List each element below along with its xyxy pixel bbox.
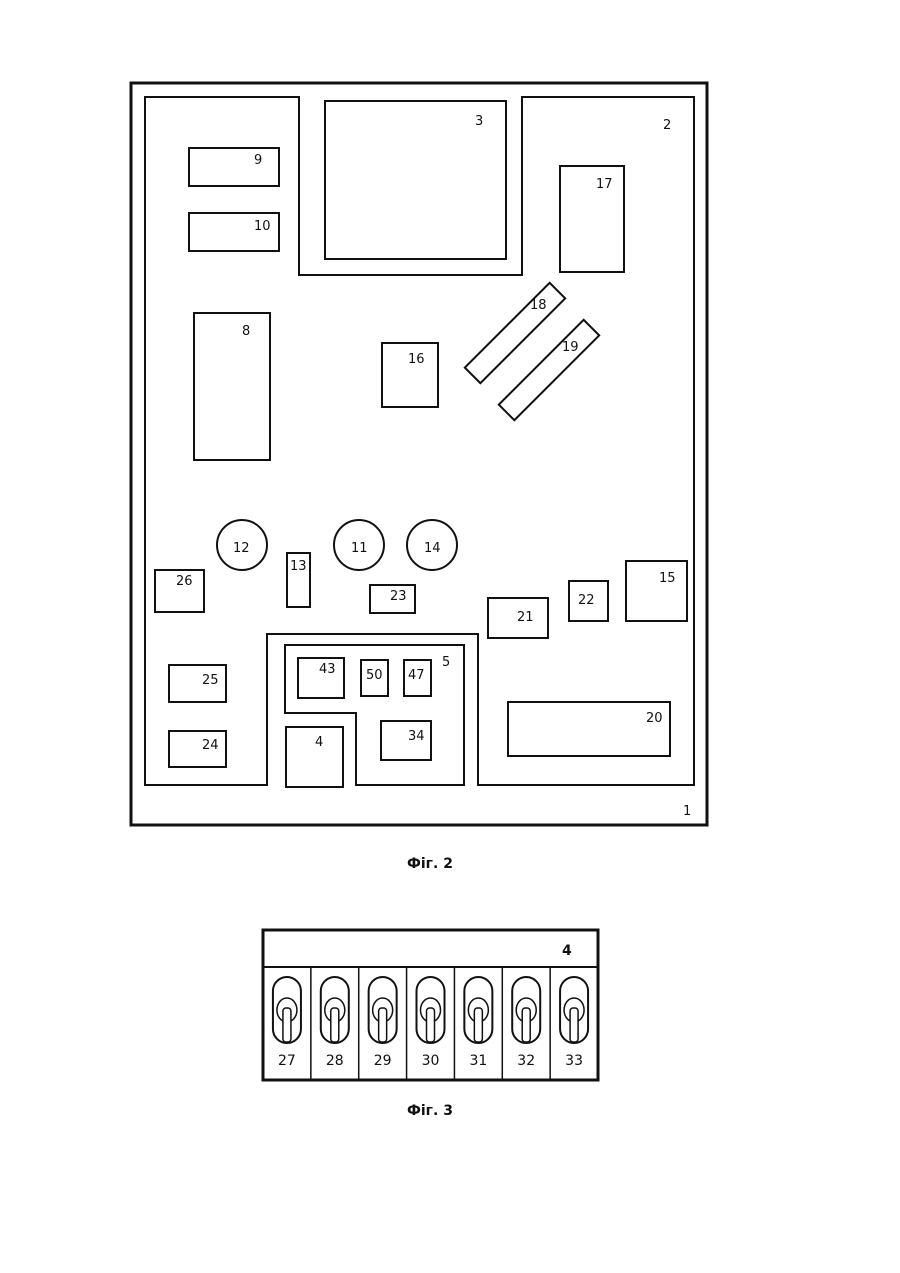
label-11: 11 [351,541,368,556]
label-1: 1 [683,804,691,819]
label-14: 14 [424,541,441,556]
figure-2: 1 2 3 9 10 17 8 16 18 19 1 [131,83,707,872]
switch-lever-icon [379,1008,387,1042]
switch-row: 27 28 29 30 31 32 33 [273,967,588,1080]
switch-lever-icon [331,1008,339,1042]
toggle-switch-32[interactable]: 32 [512,977,540,1069]
label-47: 47 [408,668,425,683]
label-10: 10 [254,219,271,234]
toggle-switch-27[interactable]: 27 [273,977,301,1069]
label-18: 18 [530,298,547,313]
label-2: 2 [663,118,671,133]
label-17: 17 [596,177,613,192]
toggle-switch-29[interactable]: 29 [369,977,397,1069]
toggle-switch-33[interactable]: 33 [560,977,588,1069]
label-23: 23 [390,589,407,604]
switch-label: 28 [326,1053,344,1069]
label-22: 22 [578,593,595,608]
label-25: 25 [202,673,219,688]
switch-lever-icon [474,1008,482,1042]
switch-label: 27 [278,1053,296,1069]
label-12: 12 [233,541,250,556]
label-5: 5 [442,655,450,670]
switch-lever-icon [570,1008,578,1042]
label-4: 4 [315,735,323,750]
block-9 [189,148,279,186]
label-24: 24 [202,738,219,753]
label-16: 16 [408,352,425,367]
label-15: 15 [659,571,676,586]
block-8 [194,313,270,460]
switch-lever-icon [427,1008,435,1042]
figure-3: 4 27 28 29 30 31 32 33 Фіг. 3 [263,930,598,1119]
toggle-switch-31[interactable]: 31 [464,977,492,1069]
label-26: 26 [176,574,193,589]
label-19: 19 [562,340,579,355]
toggle-switch-30[interactable]: 30 [417,977,445,1069]
switch-label: 30 [422,1053,440,1069]
label-8: 8 [242,324,250,339]
switch-label: 32 [517,1053,535,1069]
label-9: 9 [254,153,262,168]
figure-3-caption: Фіг. 3 [407,1103,453,1119]
label-3: 3 [475,114,483,129]
label-50: 50 [366,668,383,683]
block-15 [626,561,687,621]
switch-lever-icon [283,1008,291,1042]
switch-label: 29 [374,1053,392,1069]
toggle-switch-28[interactable]: 28 [321,977,349,1069]
label-34: 34 [408,729,425,744]
figure-2-caption: Фіг. 2 [407,856,453,872]
switch-label: 31 [469,1053,487,1069]
label-43: 43 [319,662,336,677]
block-17 [560,166,624,272]
switch-lever-icon [522,1008,530,1042]
label-21: 21 [517,610,534,625]
panel-label-4: 4 [562,943,572,959]
label-20: 20 [646,711,663,726]
switch-label: 33 [565,1053,583,1069]
label-13: 13 [290,559,307,574]
